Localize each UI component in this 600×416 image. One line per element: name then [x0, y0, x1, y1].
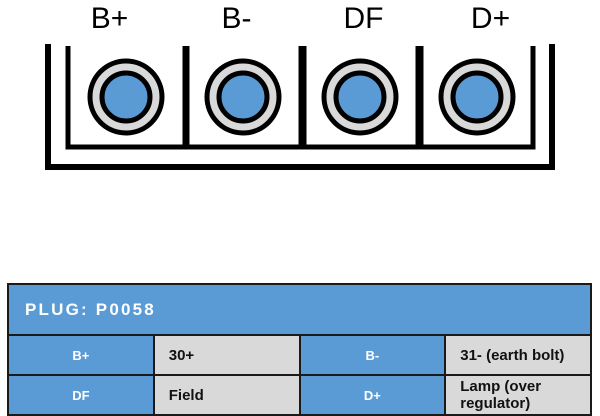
- terminal-b-plus[interactable]: [87, 58, 165, 136]
- cell-divider-2: [184, 46, 304, 150]
- plug-pinout-table: PLUG: P0058 B+ 30+ B- 31- (earth bolt) D…: [7, 283, 592, 416]
- pin-label-b-minus: B-: [221, 2, 252, 35]
- desc-cell-d-plus: Lamp (over regulator): [444, 374, 592, 416]
- desc-cell-b-minus: 31- (earth bolt): [444, 334, 592, 376]
- terminal-b-minus[interactable]: [204, 58, 282, 136]
- terminal-pin-b-minus: [216, 70, 270, 124]
- pin-cell-df: DF: [7, 374, 155, 416]
- terminal-df[interactable]: [321, 58, 399, 136]
- terminal-pin-d-plus: [450, 70, 504, 124]
- table-row: DF Field D+ Lamp (over regulator): [7, 374, 592, 416]
- pin-cell-d-plus: D+: [298, 374, 447, 416]
- table-row: B+ 30+ B- 31- (earth bolt): [7, 334, 592, 376]
- pin-label-d-plus: D+: [470, 2, 511, 35]
- terminal-pin-b-plus: [99, 70, 153, 124]
- housing-outer-bracket: [45, 44, 555, 170]
- pin-cell-b-plus: B+: [7, 334, 155, 376]
- pin-label-b-plus: B+: [90, 2, 129, 35]
- desc-cell-b-plus: 30+: [152, 334, 301, 376]
- table-header-row: PLUG: P0058: [7, 283, 592, 336]
- terminal-pin-df: [333, 70, 387, 124]
- pin-cell-b-minus: B-: [298, 334, 447, 376]
- connector-diagram: B+ B- DF D+: [0, 0, 600, 200]
- connector-housing-graphic: [45, 44, 555, 170]
- pin-label-df: DF: [343, 2, 384, 35]
- terminal-d-plus[interactable]: [438, 58, 516, 136]
- cell-divider-3: [301, 46, 421, 150]
- desc-cell-df: Field: [152, 374, 301, 416]
- pin-label-row: B+ B- DF D+: [46, 0, 554, 40]
- plug-title: PLUG: P0058: [7, 283, 592, 336]
- cell-divider-4: [418, 46, 536, 150]
